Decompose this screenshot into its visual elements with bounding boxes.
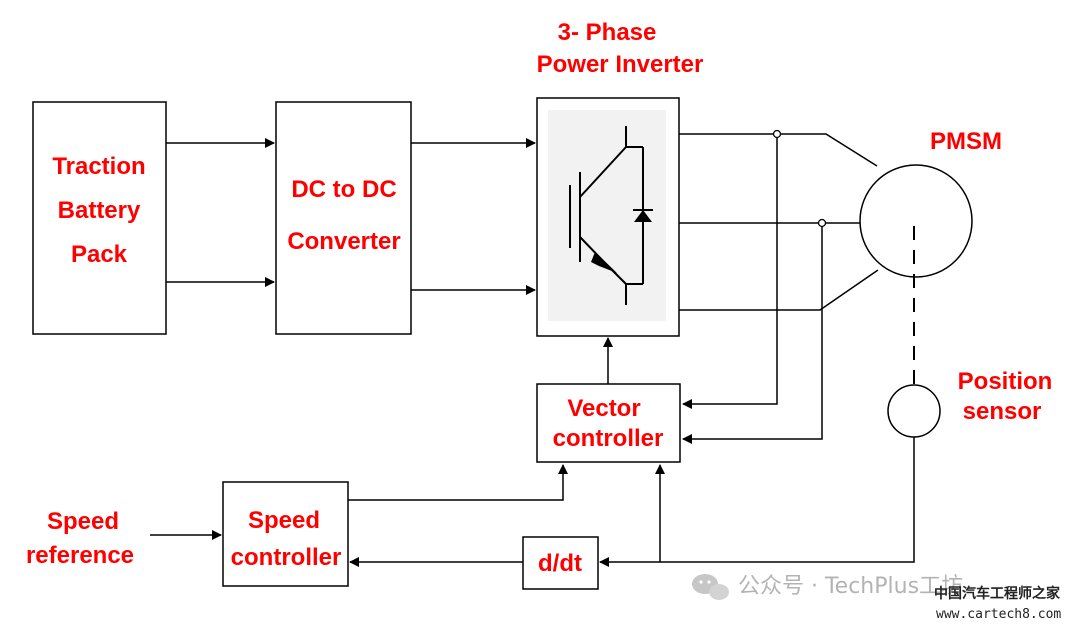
battery-label-line1: Traction [52, 153, 145, 180]
watermark-text: 公众号 · TechPlus工坊 [738, 574, 963, 599]
diode-triangle [634, 210, 652, 222]
igbt-emitter-tail [605, 263, 627, 285]
pmsm-motor-circle [859, 164, 973, 278]
speed-to-vector [348, 464, 568, 501]
site-url: www.cartech8.com [936, 607, 1061, 622]
speed-controller-block [222, 481, 349, 587]
speed-reference-label-line2: reference [26, 542, 134, 569]
speed-reference-label-line1: Speed [47, 508, 119, 535]
ddt-label: d/dt [538, 550, 582, 577]
pmsm-label: PMSM [930, 128, 1002, 155]
site-chinese-name: 中国汽车工程师之家 [934, 585, 1061, 602]
igbt-diode-icon [569, 126, 653, 305]
phase-b-junction [817, 218, 827, 228]
speed-controller-label-line1: Speed [248, 507, 320, 534]
dcdc-label-line2: Converter [287, 228, 400, 255]
wechat-icon [692, 574, 729, 600]
battery-label-line3: Pack [71, 241, 128, 268]
dc-dc-converter-block [275, 101, 412, 335]
speed-controller-label-line2: controller [231, 544, 342, 571]
inverter-switch-inner [548, 110, 666, 321]
position-label-line2: sensor [963, 398, 1042, 425]
current-feedback-b [682, 226, 823, 444]
position-sensor-circle [887, 384, 941, 438]
phase-a-junction [772, 129, 782, 139]
position-feedback-line [599, 437, 915, 567]
dcdc-label-line1: DC to DC [291, 176, 396, 203]
phase-a-line [679, 133, 878, 167]
vector-label-line2: controller [553, 425, 664, 452]
inverter-title-line2: Power Inverter [537, 51, 704, 78]
vector-label-line1: Vector [567, 395, 640, 422]
battery-label-line2: Battery [58, 197, 141, 224]
position-label-line1: Position [958, 368, 1053, 395]
phase-c-line [679, 269, 879, 311]
current-feedback-a [682, 137, 778, 409]
traction-battery-block [32, 101, 167, 335]
inverter-title-line1: 3- Phase [558, 19, 657, 46]
ddt-block [522, 536, 599, 590]
